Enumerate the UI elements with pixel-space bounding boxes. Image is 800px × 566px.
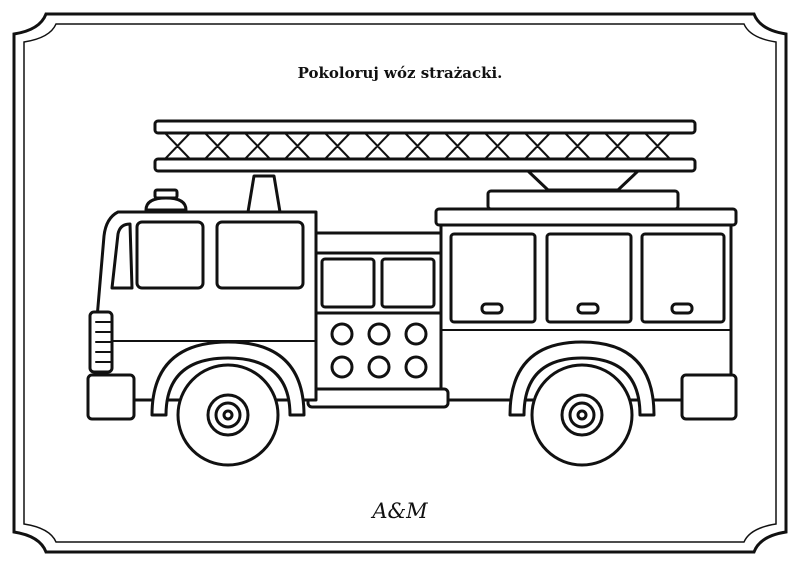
rear-wheel-arch (508, 340, 656, 417)
pump-section (306, 231, 450, 409)
front-wheel-arch (150, 340, 306, 417)
author-signature: A&M (372, 499, 428, 523)
rear-wheel (530, 363, 634, 467)
front-wheel (176, 363, 280, 467)
siren-light (144, 196, 188, 212)
beacon (246, 174, 282, 214)
ladder (153, 119, 697, 192)
front-bumper (86, 373, 136, 421)
worksheet-title: Pokoloruj wóz strażacki. (297, 64, 503, 82)
rear-bumper (680, 373, 738, 421)
roof-box (486, 189, 680, 211)
